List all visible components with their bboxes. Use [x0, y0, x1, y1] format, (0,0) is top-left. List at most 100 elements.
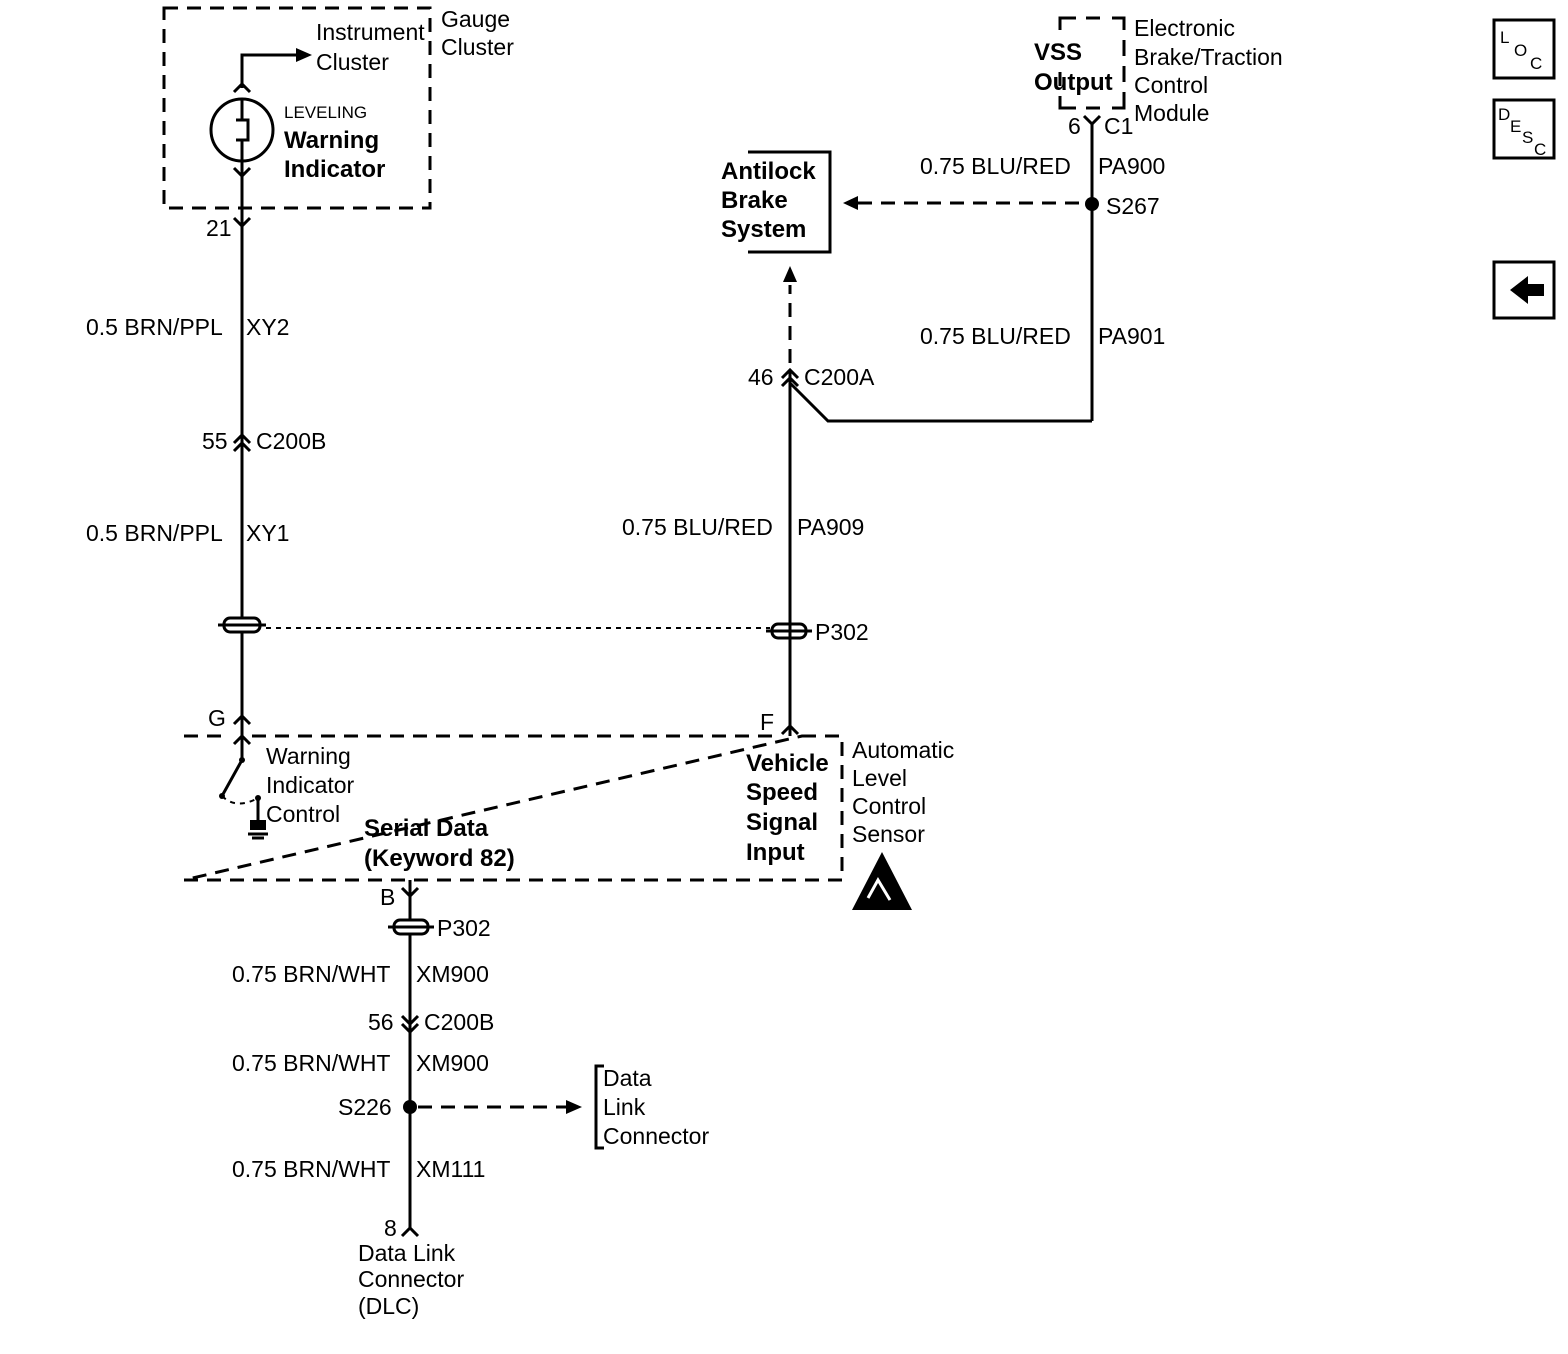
loc-letter-2: O	[1514, 41, 1527, 60]
pin-f-terminal	[780, 723, 800, 736]
dlc-label-2: Connector	[358, 1266, 464, 1292]
serial-data-label-1: Serial Data	[364, 815, 489, 842]
c200a-name: C200A	[804, 364, 875, 390]
dlc-pin: 8	[384, 1215, 397, 1241]
instrument-cluster-arrow-icon	[296, 48, 312, 62]
gauge-cluster: Gauge Cluster Instrument Cluster LEVELIN…	[162, 6, 514, 241]
location-button[interactable]: L O C	[1492, 18, 1556, 80]
abs-label-2: Brake	[721, 187, 788, 214]
p302-lower-label: P302	[437, 915, 491, 941]
c200b-lower-name: C200B	[424, 1009, 494, 1035]
s226-splice-icon	[403, 1100, 417, 1114]
pin-g-terminal	[232, 713, 252, 726]
lamp-filament	[236, 99, 250, 161]
sensor-name-1: Automatic	[852, 737, 954, 763]
description-button[interactable]: D E S C	[1492, 98, 1556, 160]
lamp-top-terminal	[232, 81, 252, 94]
leveling-label: LEVELING	[284, 103, 367, 122]
sensor-box	[183, 734, 844, 882]
dlc-ref-label-3: Connector	[603, 1123, 709, 1149]
s267-splice-icon	[1085, 197, 1099, 211]
abs-feed-arrow-icon	[843, 196, 858, 210]
ebtcm-label-3: Control	[1134, 72, 1208, 98]
gauge-pin-label: 21	[206, 215, 232, 241]
c200b-lower-pin: 56	[368, 1009, 394, 1035]
xm900-a-wire-label: 0.75 BRN/WHT	[232, 961, 390, 987]
ebtcm-pin-terminal	[1082, 114, 1102, 127]
xy2-wire-label: 0.5 BRN/PPL	[86, 314, 223, 340]
gauge-cluster-title-1: Gauge	[441, 6, 510, 32]
vss-input-label-3: Signal	[746, 809, 818, 836]
p302-lower-connector-icon	[388, 918, 434, 936]
dlc: 8 Data Link Connector (DLC)	[358, 1215, 464, 1319]
sensor-name-3: Control	[852, 793, 926, 819]
vss-input-label-1: Vehicle	[746, 750, 829, 777]
pin-g-label: G	[208, 705, 226, 731]
xy1-circuit-label: XY1	[246, 520, 289, 546]
desc-letter-3: S	[1522, 128, 1533, 147]
dlc-label-3: (DLC)	[358, 1293, 419, 1319]
instrument-cluster-label-1: Instrument	[316, 19, 425, 45]
desc-letter-1: D	[1498, 105, 1510, 124]
xm900-b-circuit-label: XM900	[416, 1050, 489, 1076]
ebtcm-box	[1058, 16, 1126, 110]
vss-output-label-2: Output	[1034, 69, 1113, 96]
dlc-pin-terminal	[400, 1225, 420, 1238]
xm111-wire-label: 0.75 BRN/WHT	[232, 1156, 390, 1182]
dlc-reference: Data Link Connector	[594, 1064, 709, 1150]
warning-control-label-2: Indicator	[266, 772, 355, 798]
pin-b-label: B	[380, 884, 395, 910]
gauge-cluster-box	[162, 6, 432, 210]
warning-control-label-3: Control	[266, 801, 340, 827]
warning-control-label-1: Warning	[266, 743, 351, 769]
pa901-route	[788, 381, 1092, 423]
ebtcm-pin: 6	[1068, 113, 1081, 139]
p302-left-connector-icon	[218, 616, 266, 634]
dlc-feed-arrow-icon	[566, 1100, 582, 1114]
back-button[interactable]	[1492, 260, 1556, 320]
xm111-circuit-label: XM111	[416, 1156, 485, 1182]
pa909-wire-label: 0.75 BLU/RED	[622, 514, 773, 540]
c200b-upper-name: C200B	[256, 428, 326, 454]
ebtcm-connector: C1	[1104, 113, 1133, 139]
vss-input-label-4: Input	[746, 839, 805, 866]
dlc-ref-label-1: Data	[603, 1065, 652, 1091]
warning-label: Warning	[284, 127, 379, 154]
vss-output-label-1: VSS	[1034, 39, 1082, 66]
xm900-a-circuit-label: XM900	[416, 961, 489, 987]
ebtcm-label-4: Module	[1134, 100, 1209, 126]
pin-f-label: F	[760, 709, 774, 735]
c200a-pin: 46	[748, 364, 774, 390]
gauge-cluster-title-2: Cluster	[441, 34, 514, 60]
back-arrow-icon	[1510, 276, 1544, 304]
c200b-upper-connector-icon	[232, 432, 252, 453]
c200b-upper-pin: 55	[202, 428, 228, 454]
level-control-sensor: G F Warning Indicator Control Serial Dat…	[183, 705, 954, 910]
pa901-circuit-label: PA901	[1098, 323, 1165, 349]
abs-label-1: Antilock	[721, 158, 816, 185]
esd-warning-icon	[852, 852, 912, 910]
xy1-wire-label: 0.5 BRN/PPL	[86, 520, 223, 546]
serial-data-label-2: (Keyword 82)	[364, 845, 515, 872]
instrument-cluster-label-2: Cluster	[316, 49, 389, 75]
ebtcm-label-1: Electronic	[1134, 15, 1235, 41]
xm900-b-wire-label: 0.75 BRN/WHT	[232, 1050, 390, 1076]
abs-label-3: System	[721, 216, 806, 243]
instrument-cluster-feed	[240, 53, 298, 88]
s267-label: S267	[1106, 193, 1160, 219]
pa900-circuit-label: PA900	[1098, 153, 1165, 179]
abs-box: Antilock Brake System	[721, 150, 832, 254]
dlc-ref-label-2: Link	[603, 1094, 646, 1120]
desc-letter-2: E	[1510, 117, 1521, 136]
indicator-label: Indicator	[284, 156, 385, 183]
dlc-label-1: Data Link	[358, 1240, 456, 1266]
pa900-wire-label: 0.75 BLU/RED	[920, 153, 1071, 179]
ebtcm: VSS Output Electronic Brake/Traction Con…	[1034, 15, 1283, 139]
xy2-circuit-label: XY2	[246, 314, 289, 340]
pa909-circuit-label: PA909	[797, 514, 864, 540]
desc-letter-4: C	[1534, 140, 1546, 159]
ebtcm-label-2: Brake/Traction	[1134, 44, 1283, 70]
sensor-name-2: Level	[852, 765, 907, 791]
abs-up-arrow-icon	[783, 266, 797, 282]
